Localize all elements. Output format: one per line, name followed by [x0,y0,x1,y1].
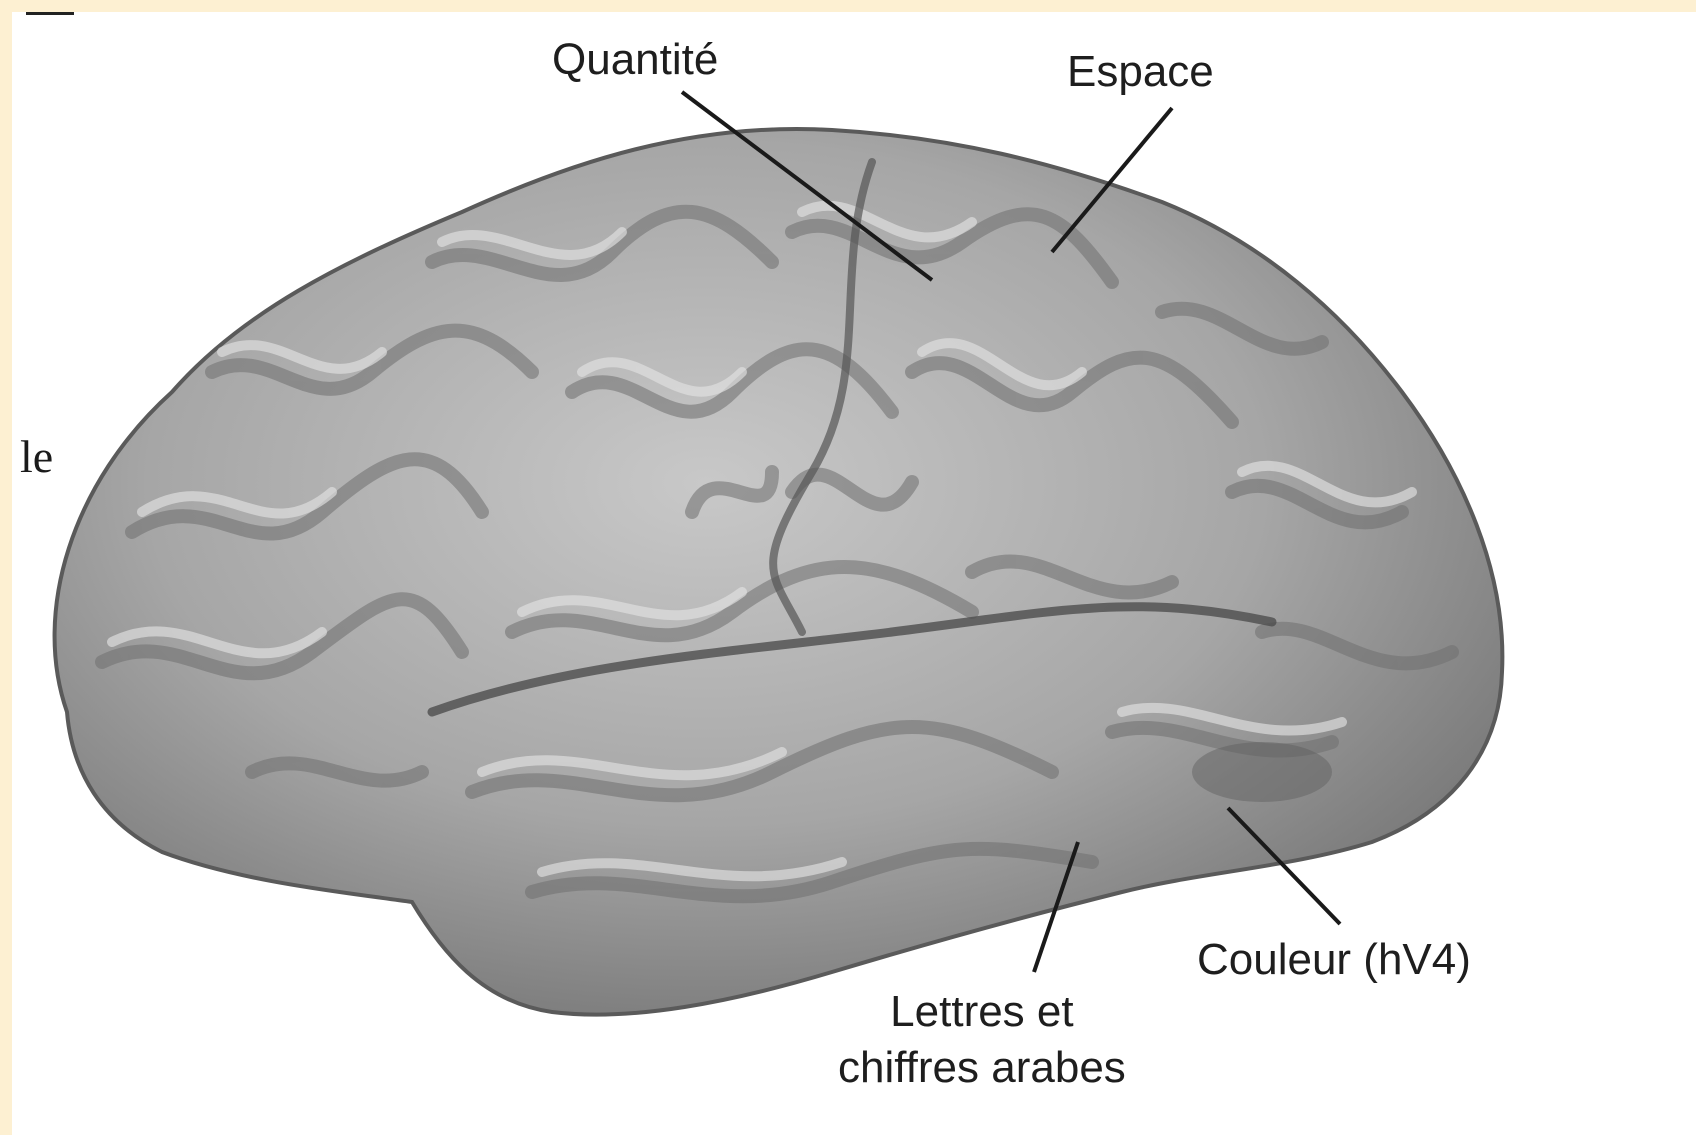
label-lettres-line2: chiffres arabes [838,1040,1126,1096]
label-lettres-chiffres: Lettres et chiffres arabes [838,984,1126,1096]
label-lettres-line1: Lettres et [838,984,1126,1040]
figure-frame: le [12,12,1696,1135]
label-quantite: Quantité [552,32,718,88]
label-couleur: Couleur (hV4) [1197,932,1471,988]
label-espace: Espace [1067,44,1214,100]
